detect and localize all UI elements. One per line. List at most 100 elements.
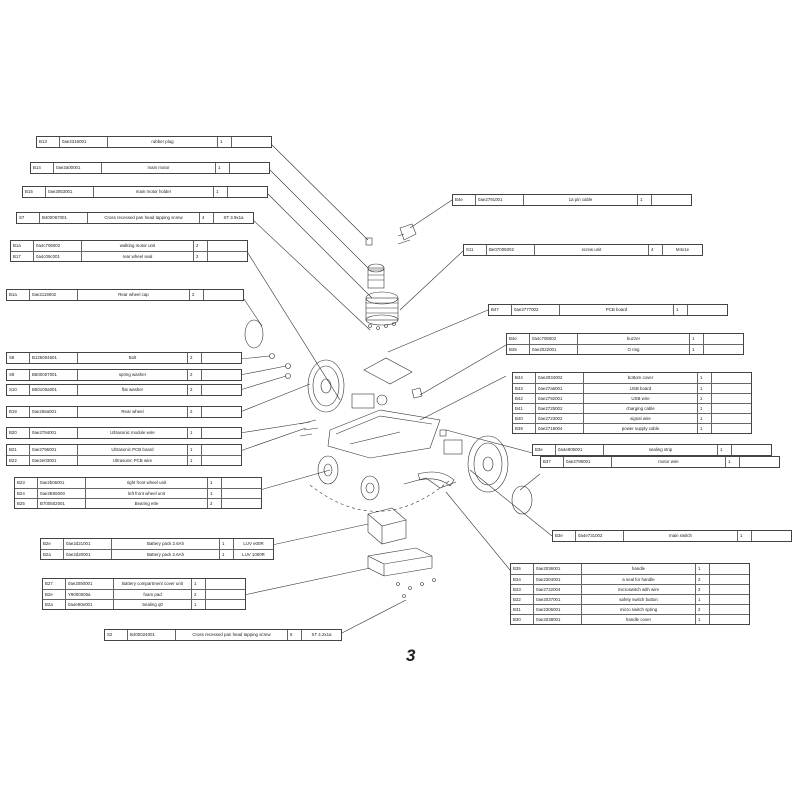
left-rear-wheel-part [307, 359, 345, 413]
part-name: Battery compartment cover unit [113, 579, 191, 589]
part-qty: 2 [193, 252, 207, 261]
part-id: B39 [515, 426, 523, 431]
part-qty: 1 [219, 539, 233, 549]
part-spec [731, 445, 771, 455]
part-code: 0ae2036001 [533, 564, 581, 574]
spring-washer-part [285, 363, 291, 369]
leader-line [387, 309, 489, 353]
part-qty: 2 [695, 585, 709, 594]
part-name: power supply cable [583, 424, 697, 433]
part-name: Rear wheel cap [77, 290, 189, 300]
part-qty: 1 [697, 414, 711, 423]
part-name: 1a pin cable [523, 195, 637, 205]
part-spec [201, 456, 241, 465]
part-id: B3e [535, 447, 543, 452]
part-name: handle [581, 564, 695, 574]
buzzer-part [411, 387, 423, 399]
leader-line [243, 567, 371, 596]
ultrasonic-wire-part [299, 419, 319, 437]
part-spec [711, 424, 751, 433]
part-qty: 1 [187, 445, 201, 455]
part-spec [201, 353, 241, 363]
part-qty: 2 [187, 407, 201, 417]
part-id: B41 [515, 406, 523, 411]
part-id: B13 [39, 139, 47, 144]
front-wheel-unit-part [317, 455, 380, 501]
part-qty: 1 [695, 595, 709, 604]
part-name: Rear wheel [77, 407, 187, 417]
motor-wire-part [403, 477, 457, 489]
part-id: S11 [466, 247, 474, 252]
ribbon-cable-part [397, 223, 417, 245]
flat-washer-part [285, 373, 291, 379]
pcb-board-part [363, 357, 413, 385]
part-qty: 1 [697, 384, 711, 393]
part-id: B2a [45, 602, 53, 607]
part-code: 0a4c09c001 [33, 252, 81, 261]
leader-line [239, 383, 311, 413]
part-code: 0a4c706002 [33, 241, 81, 251]
part-code: 0ae2053001 [45, 187, 93, 197]
part-code: 0ae2722004 [533, 585, 581, 594]
part-id: B2e [43, 541, 51, 546]
part-spec [739, 457, 779, 467]
part-name: spring washer [77, 370, 187, 380]
part-name: Bearing e0e [85, 499, 207, 508]
part-code: 0ae2791001 [475, 195, 523, 205]
part-code: 0ae265a001 [29, 407, 77, 417]
part-code: 0ae2037001 [533, 595, 581, 604]
part-id: B2e [45, 592, 53, 597]
part-id: B34 [513, 577, 521, 582]
part-spec [201, 445, 241, 455]
part-qty: 2 [193, 241, 207, 251]
leader-line [271, 523, 369, 546]
bolt-part [269, 353, 275, 359]
leader-line [419, 375, 507, 421]
part-spec [205, 600, 245, 609]
part-qty: 1 [673, 305, 687, 315]
part-code: 0ae2034002 [535, 373, 583, 383]
leader-line [259, 469, 331, 491]
part-code: 0ae2050001 [65, 579, 113, 589]
part-id: B19 [9, 409, 17, 414]
part-name: rear wheel seal [81, 252, 193, 261]
part-qty: 1 [697, 394, 711, 403]
leader-line [267, 167, 369, 269]
part-id: B32 [513, 597, 521, 602]
part-qty: 1 [187, 428, 201, 438]
part-spec [709, 575, 749, 584]
part-qty: 2 [187, 370, 201, 380]
battery-pack-part [367, 507, 407, 545]
part-code: 0ae27a6001 [535, 384, 583, 393]
part-id: B33 [513, 587, 521, 592]
part-name: Battery pack 2.6Ah [111, 550, 219, 559]
leader-line [419, 344, 507, 396]
part-name: walking motor unit [81, 241, 193, 251]
part-qty: 1 [207, 478, 221, 488]
part-id: B21 [9, 447, 17, 452]
part-spec [709, 564, 749, 574]
